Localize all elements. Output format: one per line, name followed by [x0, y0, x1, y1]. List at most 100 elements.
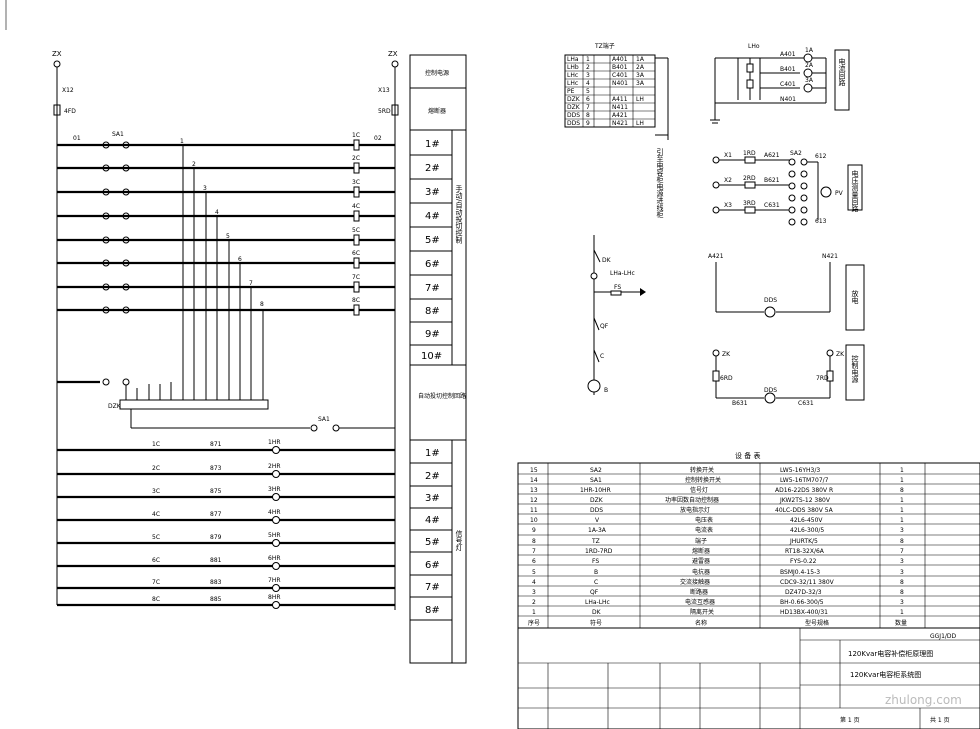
right-fuse-id: 5RD [378, 108, 391, 115]
wire-877: 877 [210, 511, 222, 518]
phase-b401: B401 [780, 66, 796, 73]
eq-r8-model: JHURTK/5 [789, 538, 818, 545]
fuse-3rd: 3RD [743, 200, 756, 207]
tz-r7c3: N411 [612, 104, 628, 111]
eq-r5-qty: 3 [900, 569, 904, 576]
eq-r8-no: 8 [532, 538, 536, 545]
side-function-table: 控制电源 熔断器 1# 2# 3# 4# 5# 6# 7# 8# 9# 10# … [409, 54, 467, 664]
eq-r2-model: BH-0.66-300/5 [780, 599, 824, 606]
wire-879: 879 [210, 534, 222, 541]
eq-r9-sym: 1A-3A [588, 527, 607, 534]
eq-r3-model: DZ47D-32/3 [785, 589, 822, 596]
side-header-fuse: 熔断器 [428, 107, 446, 115]
eq-r9-name: 电流表 [695, 526, 713, 534]
eq-r2-qty: 3 [900, 599, 904, 606]
lh-main-label: LHa-LHc [610, 270, 635, 277]
eq-r12-sym: DZK [590, 497, 604, 504]
eq-r11-no: 11 [530, 507, 538, 514]
tz-r4c1: LHc [567, 80, 578, 87]
bus-right-label: 02 [374, 135, 382, 142]
contactor-3c: 3C [352, 179, 360, 186]
side-middle-header: 自动投切控制回路 [418, 392, 466, 400]
cp-b631: B631 [732, 400, 748, 407]
lamp-2hr: 2HR [268, 463, 281, 470]
wire-871: 871 [210, 441, 222, 448]
left-control-diagram: ZX ZX X12 4FD X13 5RD 01 02 SA1 [52, 50, 399, 610]
discharge-dds: DDS [764, 297, 777, 304]
step-number-1: 1 [180, 138, 184, 145]
tz-r2c1: LHb [567, 64, 579, 71]
tz-r5c1: PE [567, 88, 575, 95]
sheet-total: 共 1 页 [930, 716, 950, 724]
cp-dds: DDS [764, 387, 777, 394]
tz-r6c2: 6 [586, 96, 590, 103]
eq-r13-sym: 1HR-10HR [580, 487, 611, 494]
fuse-1rd: 1RD [743, 150, 756, 157]
eq-r3-name: 断路器 [690, 588, 708, 596]
step-number-3: 3 [203, 185, 207, 192]
eq-h-sym: 符号 [590, 619, 602, 627]
eq-r8-name: 端子 [695, 537, 707, 545]
eq-h-no: 序号 [528, 619, 540, 627]
eq-r3-no: 3 [532, 589, 536, 596]
tz-side-note: 引至电容柜电源进线柜 [656, 147, 664, 219]
eq-r1-no: 1 [532, 609, 536, 616]
eq-r8-qty: 8 [900, 538, 904, 545]
step-number-7: 7 [249, 280, 253, 287]
cp-fuse-6rd: 6RD [720, 375, 733, 382]
cp-box-label: 控制电源 [851, 354, 859, 384]
eq-r7-name: 熔断器 [692, 547, 710, 555]
step-numbers: 1 2 3 4 5 6 7 8 [180, 138, 264, 400]
tz-r8c1: DDS [567, 112, 580, 119]
eq-r12-qty: 1 [900, 497, 904, 504]
side-lrow-4: 4# [425, 515, 440, 526]
eq-r11-name: 放电指示灯 [680, 506, 710, 514]
sa1-lower-label: SA1 [318, 416, 330, 423]
contactor-5c: 5C [352, 227, 360, 234]
eq-r7-model: RT18-32X/6A [785, 548, 825, 555]
tz-r1c4: 1A [636, 56, 645, 63]
side-lrow-8: 8# [425, 605, 440, 616]
eq-r4-no: 4 [532, 579, 536, 586]
ammeter-1a: 1A [805, 47, 814, 54]
side-lrow-1: 1# [425, 448, 440, 459]
tz-r3c4: 3A [636, 72, 645, 79]
bus-left-label: 01 [73, 135, 81, 142]
eq-r2-no: 2 [532, 599, 536, 606]
wire-c631: C631 [764, 202, 780, 209]
contactor-1c: 1C [352, 132, 360, 139]
lh-label: LHo [748, 43, 760, 50]
cp-zk-right: ZK [836, 351, 845, 358]
step-rows [57, 139, 395, 316]
side-row-1: 1# [425, 139, 440, 150]
eq-r15-sym: SA2 [590, 467, 602, 474]
side-header-power: 控制电源 [425, 69, 449, 77]
signal-labels: 1C 2C 3C 4C 5C 6C 7C 8C 871 873 875 877 … [152, 439, 281, 603]
cp-fuse-7rd: 7RD [816, 375, 829, 382]
eq-r11-model: 40LC-DDS 380V 5A [775, 507, 834, 514]
tz-r9c3: N421 [612, 120, 628, 127]
eq-r14-no: 14 [530, 477, 538, 484]
title-block: GGJ1/DD 120Kvar电容补偿柜原理图 120Kvar电容柜系统图 第 … [517, 627, 980, 729]
wire-883: 883 [210, 579, 222, 586]
tz-r7c2: 7 [586, 104, 590, 111]
phase-c401: C401 [780, 81, 796, 88]
tz-r6c4: LH [636, 96, 644, 103]
eq-r10-model: 42L6-450V [790, 517, 823, 524]
step-number-6: 6 [238, 256, 242, 263]
tz-r1c2: 1 [586, 56, 590, 63]
eq-r1-name: 隔离开关 [690, 608, 714, 616]
cp-zk-left: ZK [722, 351, 731, 358]
step-number-2: 2 [192, 161, 196, 168]
eq-r15-name: 转换开关 [690, 466, 714, 474]
eq-r13-model: AD16-22DS 380V R [775, 487, 833, 494]
contactor-labels: 1C 2C 3C 4C 5C 6C 7C 8C [352, 132, 360, 304]
tz-r9c4: LH [636, 120, 644, 127]
eq-r9-no: 9 [532, 527, 536, 534]
tz-title: TZ端子 [594, 42, 615, 50]
eq-r14-qty: 1 [900, 477, 904, 484]
side-row-4: 4# [425, 211, 440, 222]
tz-r3c2: 3 [586, 72, 590, 79]
tz-r6c3: A411 [612, 96, 628, 103]
